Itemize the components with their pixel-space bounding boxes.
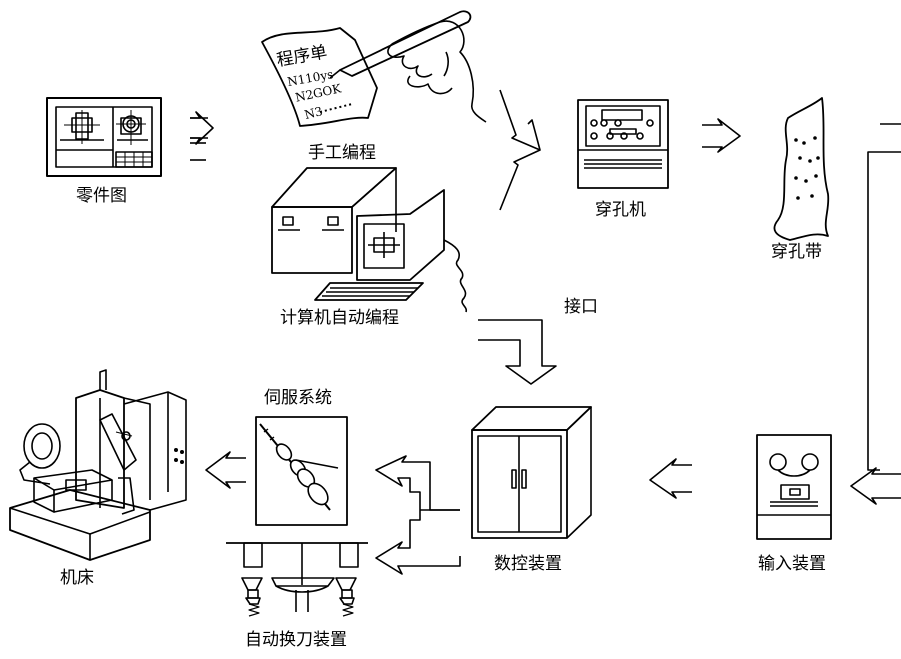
label-machine-tool: 机床: [60, 568, 94, 588]
punched-tape-icon: [773, 97, 830, 241]
cabinet-icon: [471, 406, 592, 539]
arrow-punch-to-tape: [702, 118, 741, 153]
arrow-to-punch: [499, 89, 541, 211]
tool-changer-icon: [226, 542, 368, 617]
interface-arrow: [478, 319, 557, 385]
label-atc-device: 自动换刀装置: [245, 630, 347, 650]
label-part-drawing: 零件图: [76, 186, 127, 206]
label-nc-device: 数控装置: [494, 554, 562, 574]
program-sheet-title: 程序单: [275, 42, 329, 71]
servo-icon: [255, 416, 348, 526]
computer-icon: [271, 167, 468, 313]
label-punched-tape: 穿孔带: [771, 242, 822, 262]
tape-feed-line: [867, 123, 901, 471]
arrow-input-to-nc: [649, 458, 692, 499]
arrow-tape-to-input: [850, 467, 901, 505]
label-input-device: 输入装置: [758, 554, 826, 574]
label-computer-programming: 计算机自动编程: [280, 308, 399, 328]
arrow-drawing-to-programming-2: [190, 142, 206, 161]
label-interface: 接口: [564, 297, 598, 317]
arrow-drawing-to-programming: [190, 111, 214, 145]
punch-machine-icon: [577, 99, 669, 189]
tape-reader-icon: [756, 434, 832, 540]
program-sheet-icon: 程序单 N110ys N2GOK N3: [261, 27, 378, 127]
program-sheet-line3: N3: [303, 104, 324, 122]
hand-pen-icon: [329, 10, 487, 123]
label-manual-programming: 手工编程: [308, 143, 376, 163]
label-punch-machine: 穿孔机: [595, 200, 646, 220]
label-servo-system: 伺服系统: [264, 388, 332, 408]
arrow-servo-to-machine: [205, 451, 246, 489]
machine-tool-icon: [9, 369, 187, 561]
blueprint-icon: [46, 97, 162, 177]
arrow-nc-to-servo: [375, 455, 461, 575]
